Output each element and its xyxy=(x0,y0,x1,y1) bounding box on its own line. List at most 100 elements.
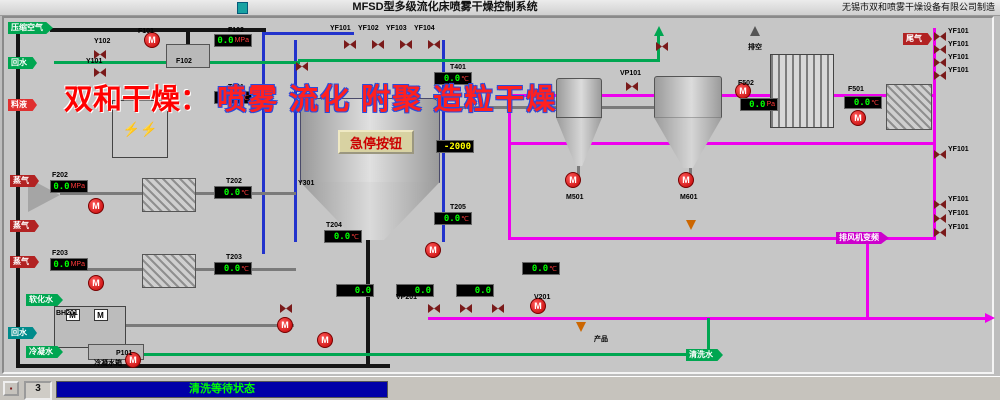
status-bar: ▪ 3 清洗等待状态 自动开始 自动停止 消报警音 喷雾 CIP 喷雾设置 清洗… xyxy=(0,376,1000,400)
flow-label: 冷凝水 xyxy=(26,346,63,358)
valve-icon[interactable] xyxy=(934,146,946,159)
equipment-tag: YF101 xyxy=(948,67,969,74)
flow-label: 压缩空气 xyxy=(8,22,53,34)
equipment-tag: YF101 xyxy=(948,54,969,61)
equipment-tag: P101 xyxy=(116,350,133,357)
valve-icon[interactable] xyxy=(934,28,946,41)
pipe xyxy=(366,240,370,366)
valve-icon[interactable] xyxy=(492,300,504,313)
valve-icon[interactable] xyxy=(280,300,292,313)
fan-icon[interactable]: M xyxy=(317,332,333,348)
fan-icon[interactable]: M xyxy=(277,317,293,333)
equipment-tag: 产品 xyxy=(594,336,608,343)
equipment-tag: 排空 xyxy=(748,44,762,51)
valve-icon[interactable] xyxy=(934,196,946,209)
pipe xyxy=(508,142,936,145)
valve-icon[interactable] xyxy=(94,64,106,77)
vessel-part xyxy=(556,78,602,119)
equipment-tag: VP101 xyxy=(620,70,642,77)
equipment-tag: YF104 xyxy=(414,25,435,32)
pipe xyxy=(16,28,20,368)
valve-icon[interactable] xyxy=(934,67,946,80)
valve-icon[interactable] xyxy=(934,54,946,67)
vessel-part xyxy=(654,76,722,119)
valve-icon[interactable] xyxy=(428,36,440,49)
fan-icon[interactable]: M xyxy=(678,172,694,188)
fan-icon[interactable]: M xyxy=(144,32,160,48)
valve-icon[interactable] xyxy=(934,224,946,237)
valve-icon[interactable] xyxy=(934,210,946,223)
valve-icon[interactable] xyxy=(934,41,946,54)
flow-label: 蒸气 xyxy=(10,220,39,232)
value-display: 0.0℃ xyxy=(844,96,882,109)
page-title: MFSD型多级流化床喷雾干燥控制系统 xyxy=(352,1,538,13)
pipe xyxy=(866,239,869,319)
fan-icon[interactable]: M xyxy=(530,298,546,314)
vessel-part xyxy=(654,117,722,168)
fan-icon[interactable]: M xyxy=(88,275,104,291)
equipment-tag: YF103 xyxy=(386,25,407,32)
fan-icon[interactable]: M xyxy=(425,242,441,258)
flow-arrow xyxy=(686,220,696,230)
vessel-part: M xyxy=(93,309,108,321)
value-display: 0.0℃ xyxy=(214,186,252,199)
valve-icon[interactable] xyxy=(656,38,668,51)
valve-icon[interactable] xyxy=(428,300,440,313)
pipe xyxy=(440,106,558,109)
equipment-tag: YF102 xyxy=(358,25,379,32)
title-bar: MFSD型多级流化床喷雾干燥控制系统 无锡市双和喷雾干燥设备有限公司制造 xyxy=(0,0,1000,16)
pipe xyxy=(689,166,692,178)
equipment-tag: Y102 xyxy=(94,38,111,45)
pipe xyxy=(262,32,265,254)
equipment-tag: F502 xyxy=(738,80,754,87)
fan-icon[interactable]: M xyxy=(88,198,104,214)
equipment-tag: M501 xyxy=(566,194,584,201)
flow-arrow xyxy=(750,26,760,36)
pipe xyxy=(16,364,390,368)
valve-icon[interactable] xyxy=(296,58,308,71)
vessel-part: M xyxy=(65,309,80,321)
equipment-tag: T401 xyxy=(450,64,466,71)
vessel-box xyxy=(166,44,210,68)
equipment-tag: F101 xyxy=(138,28,154,35)
emergency-stop-button[interactable]: 急停按钮 xyxy=(338,130,414,154)
flow-label: 回水 xyxy=(8,327,37,339)
valve-icon[interactable] xyxy=(94,46,106,59)
pipe xyxy=(60,192,144,195)
equipment-tag: VP201 xyxy=(396,294,418,301)
vessel-drying-chamber xyxy=(300,98,440,240)
fan-icon[interactable]: M xyxy=(850,110,866,126)
equipment-tag: F501 xyxy=(848,86,864,93)
fan-icon[interactable]: M xyxy=(565,172,581,188)
value-display: 0.0 xyxy=(396,284,434,297)
value-display: 0.0 xyxy=(336,284,374,297)
flow-label: 蒸气 xyxy=(10,175,39,187)
valve-icon[interactable] xyxy=(626,78,638,91)
status-icon-button[interactable]: ▪ xyxy=(3,381,19,396)
flow-label: 料液 xyxy=(8,99,37,111)
valve-icon[interactable] xyxy=(344,36,356,49)
value-display: 0.0℃ xyxy=(434,212,472,225)
value-display: 0.0℃ xyxy=(214,262,252,275)
vessel-condenser xyxy=(770,54,834,128)
valve-icon[interactable] xyxy=(460,300,472,313)
vessel-cyclone xyxy=(556,78,602,166)
value-display: 0.0℃ xyxy=(434,72,472,85)
pipe xyxy=(933,28,936,240)
equipment-tag: BH201 xyxy=(56,310,78,317)
flow-label: 排风机变频 xyxy=(836,232,889,244)
value-display: 0.0℃ xyxy=(214,91,252,104)
pipe xyxy=(294,40,297,242)
equipment-tag: YF101 xyxy=(948,146,969,153)
pipe xyxy=(577,164,580,176)
valve-icon[interactable] xyxy=(372,36,384,49)
valve-icon[interactable] xyxy=(400,36,412,49)
equipment-tag: Y301 xyxy=(298,180,315,187)
equipment-tag: F202 xyxy=(52,172,68,179)
pipe xyxy=(262,32,354,35)
pipe xyxy=(707,318,710,356)
fan-icon[interactable]: M xyxy=(125,352,141,368)
value-display: 0.0℃ xyxy=(522,262,560,275)
